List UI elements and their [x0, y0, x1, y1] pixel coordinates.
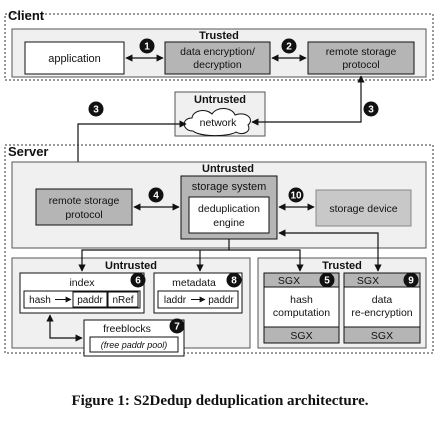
lower-untrusted-label: Untrusted	[105, 260, 157, 272]
step-badge-1: 1	[139, 38, 155, 54]
arrow-engine-reencrypt	[278, 229, 382, 272]
storage-system-label: storage system	[192, 181, 267, 193]
freeblocks-pool	[89, 336, 179, 353]
freeblocks-title: freeblocks	[103, 323, 151, 335]
network-cloud-icon	[183, 108, 251, 137]
figure-caption: Figure 1: S2Dedup deduplication architec…	[71, 393, 368, 409]
dedup-engine-box	[188, 196, 270, 234]
step-badge-6: 6	[130, 272, 146, 288]
step-badge-3-left: 3	[88, 101, 104, 117]
storage-device-box	[315, 189, 412, 227]
svg-text:2: 2	[286, 42, 292, 53]
index-cell-hash: hash	[29, 295, 51, 306]
server-title: Server	[8, 144, 48, 159]
index-cell-nref: nRef	[112, 295, 133, 306]
step-badge-3-right: 3	[363, 101, 379, 117]
svg-text:5: 5	[324, 276, 330, 287]
storage-device-label: storage device	[329, 203, 397, 215]
arrow-engine-index	[78, 239, 230, 272]
sgx-hash-top-bar	[263, 272, 340, 288]
index-cell-nref-box	[107, 291, 139, 308]
client-title: Client	[8, 8, 45, 23]
step-badge-7: 7	[169, 318, 185, 334]
reencryption-label-line2: re-encryption	[351, 307, 412, 319]
svg-text:3: 3	[93, 105, 99, 116]
index-title: index	[69, 277, 95, 289]
encryption-label-line1: data encryption/	[180, 46, 255, 58]
sgx-hash-bottom-bar	[263, 326, 340, 344]
step-badge-10: 10	[288, 187, 304, 203]
application-label: application	[48, 53, 101, 65]
server-protocol-label-line1: remote storage	[49, 195, 120, 207]
server-protocol-label-line2: protocol	[65, 209, 102, 221]
server-protocol-box	[35, 188, 133, 226]
step-badge-2: 2	[281, 38, 297, 54]
step-badge-5: 5	[319, 272, 335, 288]
metadata-cell-laddr: laddr	[164, 295, 187, 306]
metadata-cell-paddr: paddr	[208, 295, 234, 306]
client-protocol-box	[307, 41, 415, 75]
network-untrusted-label: Untrusted	[194, 94, 246, 106]
arrow-index-freeblocks	[46, 314, 83, 342]
svg-text:7: 7	[174, 322, 180, 333]
dedup-engine-label-line2: engine	[213, 217, 245, 229]
lower-trusted-label: Trusted	[322, 260, 362, 272]
reencryption-label-line1: data	[372, 294, 393, 306]
sgx-hash-bottom-label: SGX	[290, 330, 312, 342]
sgx-hash-top-label: SGX	[278, 275, 300, 287]
index-cell-paddr-box	[72, 291, 108, 308]
sgx-reencrypt-top-bar	[343, 272, 421, 288]
index-cell-paddr: paddr	[77, 295, 103, 306]
metadata-title: metadata	[172, 277, 216, 289]
server-region	[4, 144, 434, 354]
svg-text:6: 6	[135, 276, 141, 287]
svg-text:3: 3	[368, 105, 374, 116]
dedup-engine-label-line1: deduplication	[198, 203, 260, 215]
encryption-label-line2: decryption	[193, 59, 242, 71]
server-untrusted-label: Untrusted	[202, 163, 254, 175]
step-badge-8: 8	[226, 272, 242, 288]
client-region	[4, 13, 434, 81]
client-protocol-label-line1: remote storage	[326, 46, 397, 58]
sgx-reencrypt-bottom-bar	[343, 326, 421, 344]
svg-text:8: 8	[231, 276, 237, 287]
svg-text:10: 10	[290, 191, 302, 202]
step-badge-4: 4	[148, 187, 164, 203]
application-box	[24, 41, 125, 75]
sgx-reencrypt-top-label: SGX	[357, 275, 379, 287]
client-trusted-label: Trusted	[199, 30, 239, 42]
hash-computation-label-line2: computation	[273, 307, 330, 319]
arrow-client-protocol-network	[251, 75, 365, 126]
freeblocks-subtitle: (free paddr pool)	[101, 340, 168, 350]
sgx-reencrypt-bottom-label: SGX	[371, 330, 393, 342]
svg-text:1: 1	[144, 42, 150, 53]
client-protocol-label-line2: protocol	[342, 59, 379, 71]
step-badge-9: 9	[403, 272, 419, 288]
encryption-box	[164, 41, 271, 75]
svg-text:4: 4	[153, 191, 159, 202]
network-cloud-label: network	[200, 117, 238, 129]
hash-computation-label-line1: hash	[290, 294, 313, 306]
svg-text:9: 9	[408, 276, 414, 287]
